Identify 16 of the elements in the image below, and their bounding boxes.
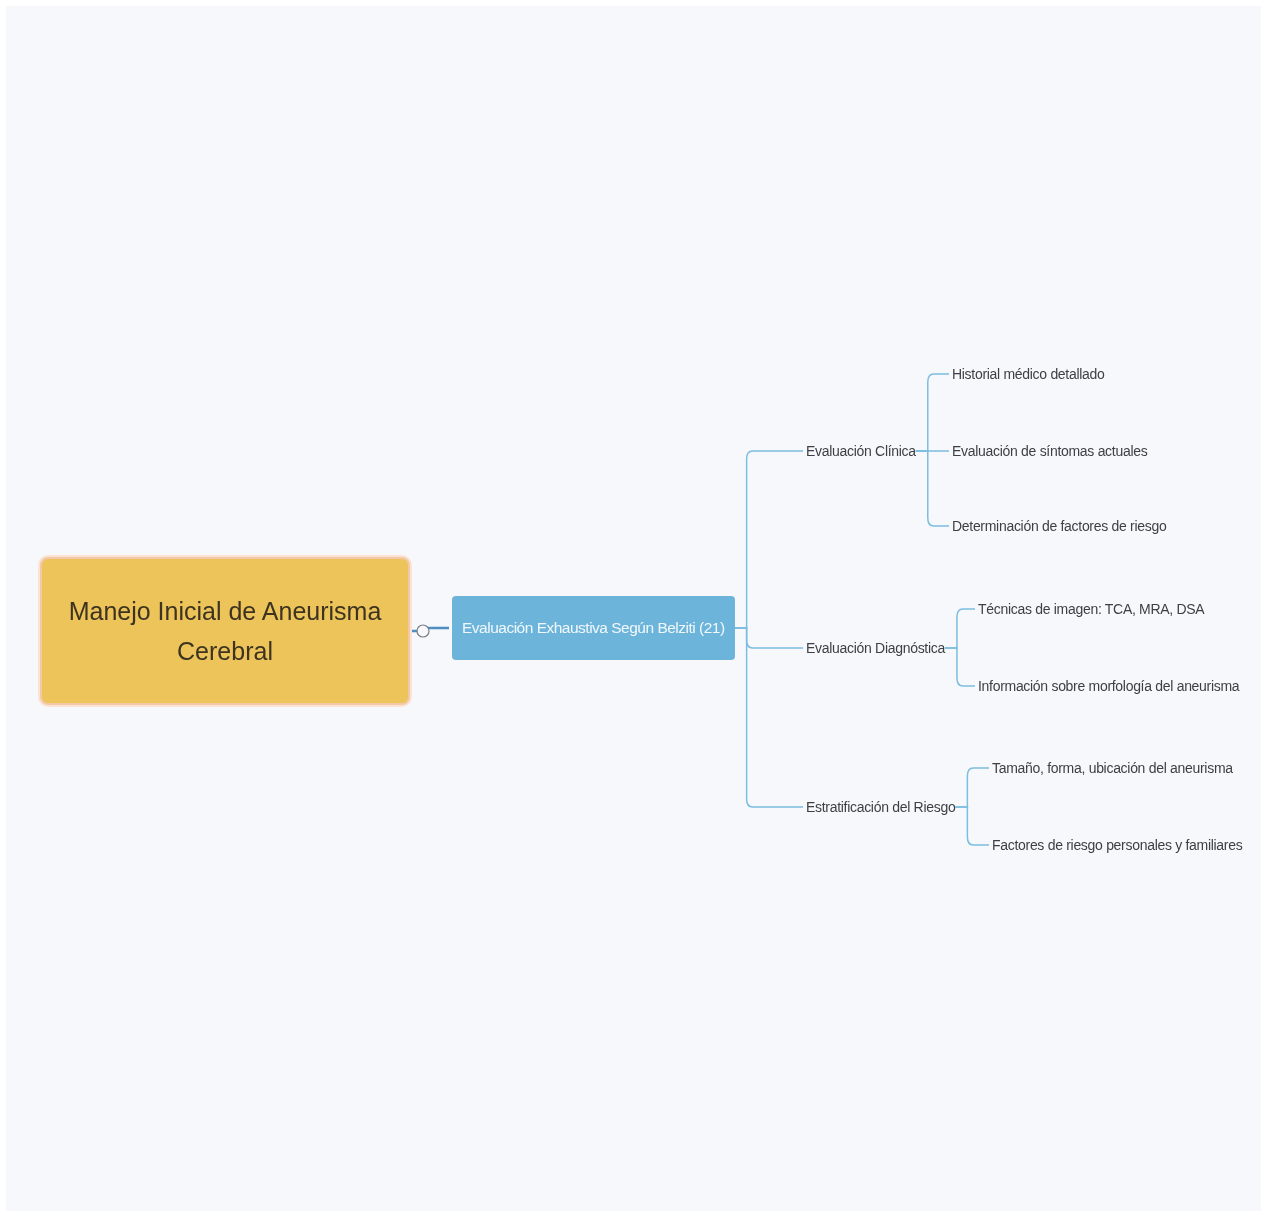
subtopic-text: Evaluación de síntomas actuales [952,441,1148,461]
connector-line [915,450,950,527]
central-topic-box: Manejo Inicial de Aneurisma Cerebral [40,557,410,705]
subtopic-text: Determinación de factores de riesgo [952,516,1167,536]
subtopic-text: Información sobre morfología del aneurisma [978,676,1240,696]
connector-line [944,647,976,687]
subtopic-text: Estratificación del Riesgo [806,797,956,817]
subtopic-text: Técnicas de imagen: TCA, MRA, DSA [978,599,1205,619]
subtopic-text: Historial médico detallado [952,364,1105,384]
connector-line [954,806,990,846]
main-topic-box: Evaluación Exhaustiva Según Belziti (21) [452,596,735,660]
subtopic-text: Tamaño, forma, ubicación del aneurisma [992,758,1233,778]
connector-line [733,627,804,808]
subtopic-text: Evaluación Clínica [806,441,916,461]
subtopic-text: Factores de riesgo personales y familiares [992,835,1243,855]
subtopic-text: Evaluación Diagnóstica [806,638,945,658]
